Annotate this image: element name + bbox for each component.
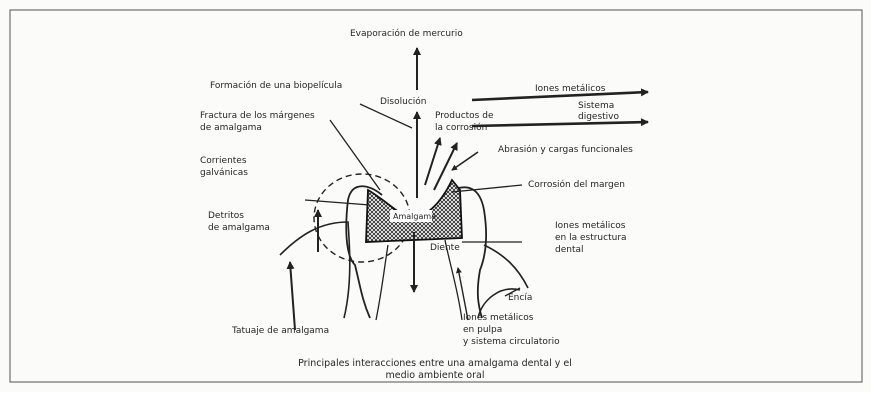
label-margin-corrosion: Corrosión del margen <box>528 179 625 190</box>
label-digestive-1: Sistema <box>578 101 614 111</box>
label-debris-2: de amalgama <box>208 223 270 233</box>
label-galvanic-2: galvánicas <box>200 168 248 178</box>
label-abrasion: Abrasión y cargas funcionales <box>498 144 633 155</box>
label-corrosion-products-2: la corrosión <box>435 122 487 133</box>
label-amalgam: Amalgama <box>393 212 436 221</box>
label-pulp-ions-2: en pulpa <box>463 325 502 335</box>
label-tooth-ions-3: dental <box>555 245 584 255</box>
label-corrosion-products-1: Productos de <box>435 111 494 121</box>
label-debris-1: Detritos <box>208 211 244 221</box>
label-tooth-ions-1: Iones metálicos <box>555 221 626 231</box>
label-tattoo: Tatuaje de amalgama <box>231 326 329 336</box>
label-galvanic-1: Corrientes <box>200 156 247 166</box>
label-pulp-ions-1: Iones metálicos <box>463 313 534 323</box>
figure-frame <box>10 10 862 382</box>
label-metal-ions: Iones metálicos <box>535 84 606 94</box>
label-gum: Encía <box>508 293 532 303</box>
label-pulp-ions-3: y sistema circulatorio <box>463 337 560 347</box>
figure-caption-line-2: medio ambiente oral <box>386 370 485 381</box>
label-tooth: Diente <box>430 243 460 253</box>
label-digestive-2: digestivo <box>578 112 620 122</box>
label-evaporation: Evaporación de mercurio <box>350 28 463 39</box>
figure-caption-line-1: Principales interacciones entre una amal… <box>298 358 572 369</box>
label-tooth-ions-2: en la estructura <box>555 233 627 243</box>
label-fracture-1: Fractura de los márgenes <box>200 111 315 121</box>
label-biofilm: Formación de una biopelícula <box>210 80 342 91</box>
label-fracture-2: de amalgama <box>200 123 262 133</box>
label-dissolution: Disolución <box>380 96 427 107</box>
